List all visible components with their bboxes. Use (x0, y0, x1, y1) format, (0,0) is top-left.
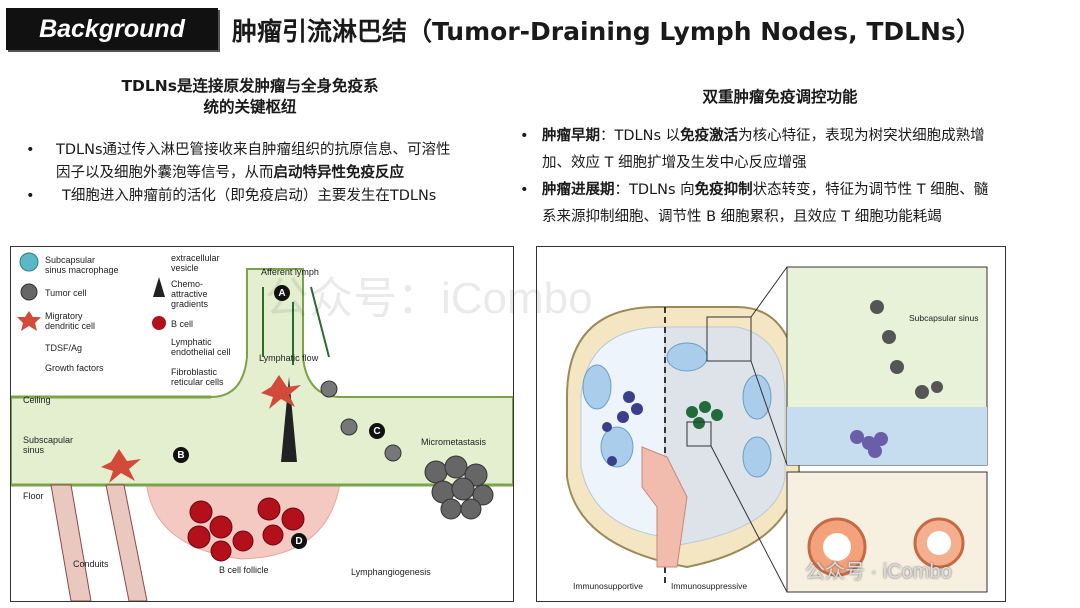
legend-chemo-1: Chemo- (171, 279, 204, 289)
label-immunosuppressive: Immunosuppressive (671, 581, 748, 591)
legend-frc-2: reticular cells (171, 377, 224, 387)
right-heading: 双重肿瘤免疫调控功能 (702, 88, 858, 106)
flow-arrow (310, 286, 330, 358)
left-bullets: • TDLNs通过传入淋巴管接收来自肿瘤组织的抗原信息、可溶性 因子以及细胞外囊… (26, 139, 516, 208)
label-floor: Floor (23, 491, 44, 501)
right-bullet-2-lead: 肿瘤进展期 (542, 182, 615, 198)
legend-chemo-3: gradients (171, 299, 209, 309)
lymph-node-immune-figure: Subcapsular sinus Immunosupportive Immun… (536, 246, 1006, 602)
bullet-glyph: • (26, 142, 35, 158)
zoom-box-2 (686, 421, 712, 447)
inset-vessel-lumen (927, 531, 951, 555)
tumor-cells (320, 380, 402, 462)
b-cell-icon (152, 316, 166, 330)
right-bullet-1: • 肿瘤早期：TDLNs 以免疫激活为核心特征，表现为树突状细胞成熟增 加、效应… (520, 123, 1062, 177)
inset-tumor-cells (870, 300, 943, 399)
label-lymphangiogenesis: Lymphangiogenesis (351, 567, 431, 577)
legend-dc-1: Migratory (45, 311, 83, 321)
label-subcapsular-1: Subscapular (23, 435, 74, 445)
blood-vessel (641, 446, 688, 568)
marker-c: C (369, 423, 385, 439)
zoom-box-1 (706, 316, 752, 362)
chemo-gradient-triangle (281, 377, 297, 462)
right-bullet-1-rest: 为核心特征，表现为树突状细胞成熟增 (738, 128, 985, 144)
label-conduits: Conduits (73, 559, 109, 569)
bullet-glyph: • (520, 182, 529, 198)
right-bullet-2: • 肿瘤进展期：TDLNs 向免疫抑制状态转变，特征为调节性 T 细胞、髓 系来… (520, 177, 1062, 231)
legend-tdsf: TDSF/Ag (45, 343, 83, 353)
right-bullet-1-lead: 肿瘤早期 (542, 128, 600, 144)
legend-macrophage-2: sinus macrophage (45, 265, 119, 275)
chemo-gradient-icon (153, 277, 165, 297)
inset-vessel-lumen (823, 533, 851, 561)
subcapsular-sinus-region (11, 268, 513, 486)
node-follicles (582, 342, 772, 478)
tdln-schematic-graphic (11, 252, 513, 601)
right-bullet-1-emphasis: 免疫激活 (680, 128, 739, 144)
legend-ev-1: extracellular (171, 253, 220, 263)
right-bullet-2-line2: 系来源抑制细胞、调节性 B 细胞累积，且效应 T 细胞功能耗竭 (542, 209, 942, 225)
left-bullet-1-emphasis: 启动特异性免疫反应 (273, 165, 405, 181)
right-bullet-2-mid: ：TDLNs 向 (614, 182, 695, 198)
dendritic-cell-icon (17, 311, 41, 331)
lymph-node-graphic (566, 266, 988, 593)
dendritic-cell (261, 375, 301, 409)
t-cell-cluster (602, 391, 643, 466)
marker-b: B (173, 447, 189, 463)
legend-growth-factors: Growth factors (45, 363, 104, 373)
right-bullets: • 肿瘤早期：TDLNs 以免疫激活为核心特征，表现为树突状细胞成熟增 加、效应… (520, 123, 1062, 231)
left-heading-line1: TDLNs是连接原发肿瘤与全身免疫系 (121, 77, 379, 95)
label-subcapsular-2: sinus (23, 445, 45, 455)
legend-lec-2: endothelial cell (171, 347, 231, 357)
right-bullet-2-rest: 状态转变，特征为调节性 T 细胞、髓 (752, 182, 989, 198)
bullet-glyph: • (26, 188, 35, 204)
left-bullet-1-line1: TDLNs通过传入淋巴管接收来自肿瘤组织的抗原信息、可溶性 (56, 142, 451, 158)
label-afferent-lymph: Afferent lymph (261, 267, 319, 277)
tumor-cell-icon (20, 283, 38, 301)
left-heading: TDLNs是连接原发肿瘤与全身免疫系 统的关键枢纽 (80, 76, 420, 118)
legend-dc-2: dendritic cell (45, 321, 96, 331)
right-bullet-2-emphasis: 免疫抑制 (694, 182, 753, 198)
conduit (50, 484, 92, 601)
legend-frc-1: Fibroblastic (171, 367, 218, 377)
conduit (105, 484, 148, 601)
macrophage-icon (19, 252, 39, 272)
label-immunosupportive: Immunosupportive (573, 581, 643, 591)
micrometastasis-cluster (424, 455, 494, 520)
watermark-center: 公众号：iCombo (265, 274, 593, 323)
tdln-schematic-figure: Subcapsular sinus macrophage Tumor cell … (10, 246, 514, 602)
legend-chemo-2: attractive (171, 289, 208, 299)
b-cells (187, 497, 305, 562)
left-bullet-1: • TDLNs通过传入淋巴管接收来自肿瘤组织的抗原信息、可溶性 因子以及细胞外囊… (26, 139, 516, 185)
inset-t-cells (850, 430, 888, 458)
legend-lec-1: Lymphatic (171, 337, 212, 347)
legend-tumor-cell: Tumor cell (45, 288, 87, 298)
treg-cluster (686, 401, 723, 429)
left-bullet-2: • T细胞进入肿瘤前的活化（即免疫启动）主要发生在TDLNs (26, 185, 516, 208)
right-bullet-1-mid: ：TDLNs 以 (600, 128, 681, 144)
zoom-line (710, 445, 788, 593)
zoom-line (750, 266, 788, 318)
marker-a: A (274, 285, 290, 301)
left-heading-line2: 统的关键枢纽 (203, 98, 297, 116)
background-tag: Background (6, 8, 218, 50)
page-title: 肿瘤引流淋巴结（Tumor-Draining Lymph Nodes, TDLN… (232, 17, 981, 46)
label-ceiling: Ceiling (23, 395, 51, 405)
dendritic-cell (101, 449, 141, 483)
bullet-glyph: • (520, 128, 529, 144)
right-bullet-1-line2: 加、效应 T 细胞扩增及生发中心反应增强 (542, 155, 807, 171)
left-bullet-1-line2: 因子以及细胞外囊泡等信号，从而 (56, 165, 274, 181)
label-lymphatic-flow: Lymphatic flow (259, 353, 319, 363)
watermark-corner: 公众号 · iCombo (805, 561, 952, 583)
label-micrometastasis: Micrometastasis (421, 437, 487, 447)
legend-b-cell: B cell (171, 319, 194, 329)
label-subcapsular-sinus: Subcapsular sinus (909, 313, 979, 323)
zoom-line (750, 360, 788, 466)
marker-d: D (291, 533, 307, 549)
label-b-cell-follicle: B cell follicle (219, 565, 269, 575)
legend-ev-2: vesicle (171, 263, 199, 273)
legend-macrophage-1: Subcapsular (45, 255, 96, 265)
left-bullet-2-text: T细胞进入肿瘤前的活化（即免疫启动）主要发生在TDLNs (62, 188, 437, 204)
